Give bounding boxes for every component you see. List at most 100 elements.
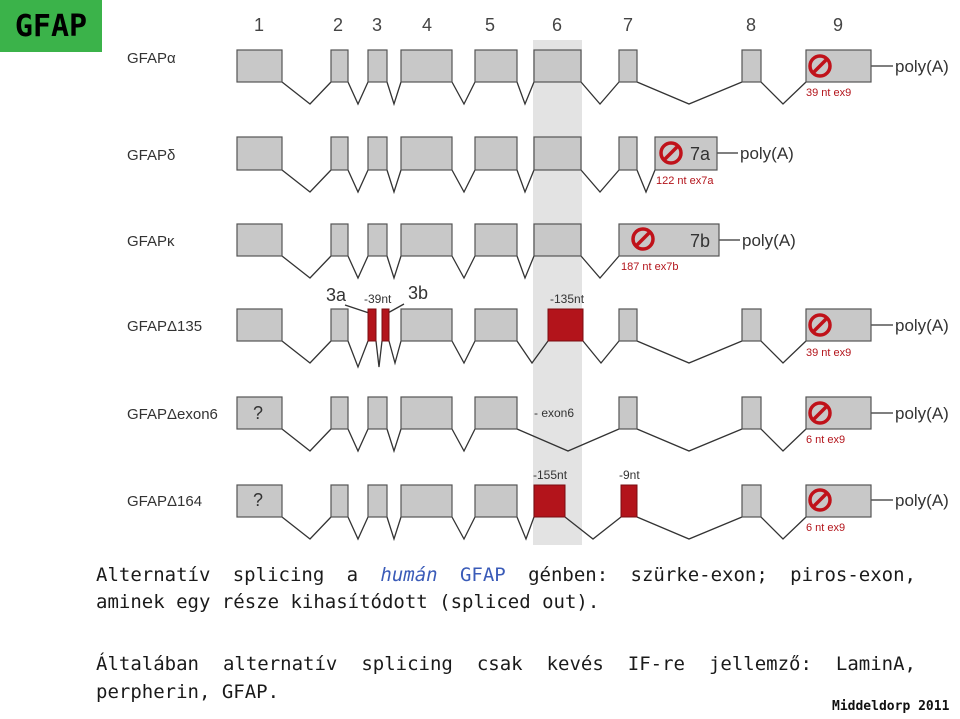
deletion-135nt-label: -135nt [550,292,585,306]
exon-box [474,308,518,342]
exon-box [330,49,349,83]
exon-box [533,223,582,257]
exon-box [618,136,638,171]
exon-box [400,49,453,83]
exon-box [474,396,518,430]
exon-box [618,308,638,342]
exon-box [741,49,762,83]
truncation-note: 39 nt ex9 [806,347,851,359]
alt-exon-label: 7b [690,231,710,251]
source-credit: Middeldorp 2011 [832,699,950,714]
truncation-note: 6 nt ex9 [806,522,845,534]
exon-box [618,396,638,430]
exon-box [236,308,283,342]
no-entry-icon [659,141,683,165]
polya-label: poly(A) [895,57,949,76]
exon6-highlight-band [533,40,582,545]
exon-number-9: 9 [833,15,843,35]
exon-box [330,136,349,171]
exon-box [367,136,388,171]
no-entry-icon [808,54,832,78]
deletion-155nt-label: -155nt [533,468,568,482]
truncation-note: 39 nt ex9 [806,87,851,99]
isoform-label: GFAPδ [127,147,175,164]
exon-box [400,484,453,518]
polya-label: poly(A) [895,491,949,510]
exon-box [474,223,518,257]
isoform-label: GFAPΔ164 [127,493,202,510]
exon-box [533,49,582,83]
no-entry-icon [808,401,832,425]
exon-box [367,223,388,257]
badge-label: GFAP [14,8,88,44]
unknown-exon-marker: ? [253,490,263,510]
isoform-label: GFAPα [127,50,176,67]
exon-box [330,484,349,518]
exon-number-8: 8 [746,15,756,35]
truncation-note: 122 nt ex7a [656,175,714,187]
polya-label: poly(A) [895,404,949,423]
exon-box [474,136,518,171]
exon-box [805,308,872,342]
isoform-label: GFAPκ [127,233,175,250]
deletion-39nt-label: -39nt [364,292,392,306]
exon-box [400,396,453,430]
spliced-exon-3b [381,308,390,342]
exon-box [367,484,388,518]
no-entry-icon [808,488,832,512]
exon-number-4: 4 [422,15,432,35]
exon-number-6: 6 [552,15,562,35]
spliced-exon-3a [367,308,377,342]
exon-box [330,396,349,430]
exon6-missing-label: - exon6 [534,406,574,420]
exon-3a-label: 3a [326,285,347,305]
exon-box [400,136,453,171]
exon-box-7b [618,223,720,257]
exon-box [330,308,349,342]
exon-number-7: 7 [623,15,633,35]
truncation-note: 187 nt ex7b [621,261,679,273]
caption-text: génben: szürke-exon; piros-exon, aminek … [96,564,916,613]
caption-gene: GFAP [437,564,506,586]
spliced-exon-6 [533,484,566,518]
exon-number-1: 1 [254,15,264,35]
exon-box [474,484,518,518]
exon-box [236,136,283,171]
exon-box [236,49,283,83]
exon-box [236,484,283,518]
caption-text: Alternatív splicing a [96,564,381,586]
exon-number-2: 2 [333,15,343,35]
exon-box [367,396,388,430]
spliced-exon-6 [547,308,584,342]
exon-box [805,396,872,430]
polya-label: poly(A) [742,231,796,250]
exon-box [330,223,349,257]
unknown-exon-marker: ? [253,403,263,423]
no-entry-icon [808,313,832,337]
gfap-splicing-diagram: 1 2 3 4 5 6 7 8 9 [127,15,949,545]
exon-box [741,396,762,430]
exon-box [367,49,388,83]
alt-exon-label: 7a [690,144,711,164]
exon-3b-label: 3b [408,283,428,303]
exon-box [236,396,283,430]
exon-box [533,136,582,171]
exon-number-5: 5 [485,15,495,35]
exon-box [618,49,638,83]
gfap-badge: GFAP [0,0,102,52]
deletion-9nt-label: -9nt [619,468,640,482]
isoform-label: GFAPΔexon6 [127,406,218,423]
caption-species: humán [380,564,438,586]
exon-box-7a [654,136,718,171]
polya-label: poly(A) [895,316,949,335]
exon-box [474,49,518,83]
truncation-note: 6 nt ex9 [806,434,845,446]
caption-if-splicing: Általában alternatív splicing csak kevés… [96,653,916,703]
exon-box [805,49,872,83]
exon-box [741,308,762,342]
spliced-exon-7 [620,484,638,518]
polya-label: poly(A) [740,144,794,163]
exon-box [400,223,453,257]
exon-number-3: 3 [372,15,382,35]
exon-box [741,484,762,518]
